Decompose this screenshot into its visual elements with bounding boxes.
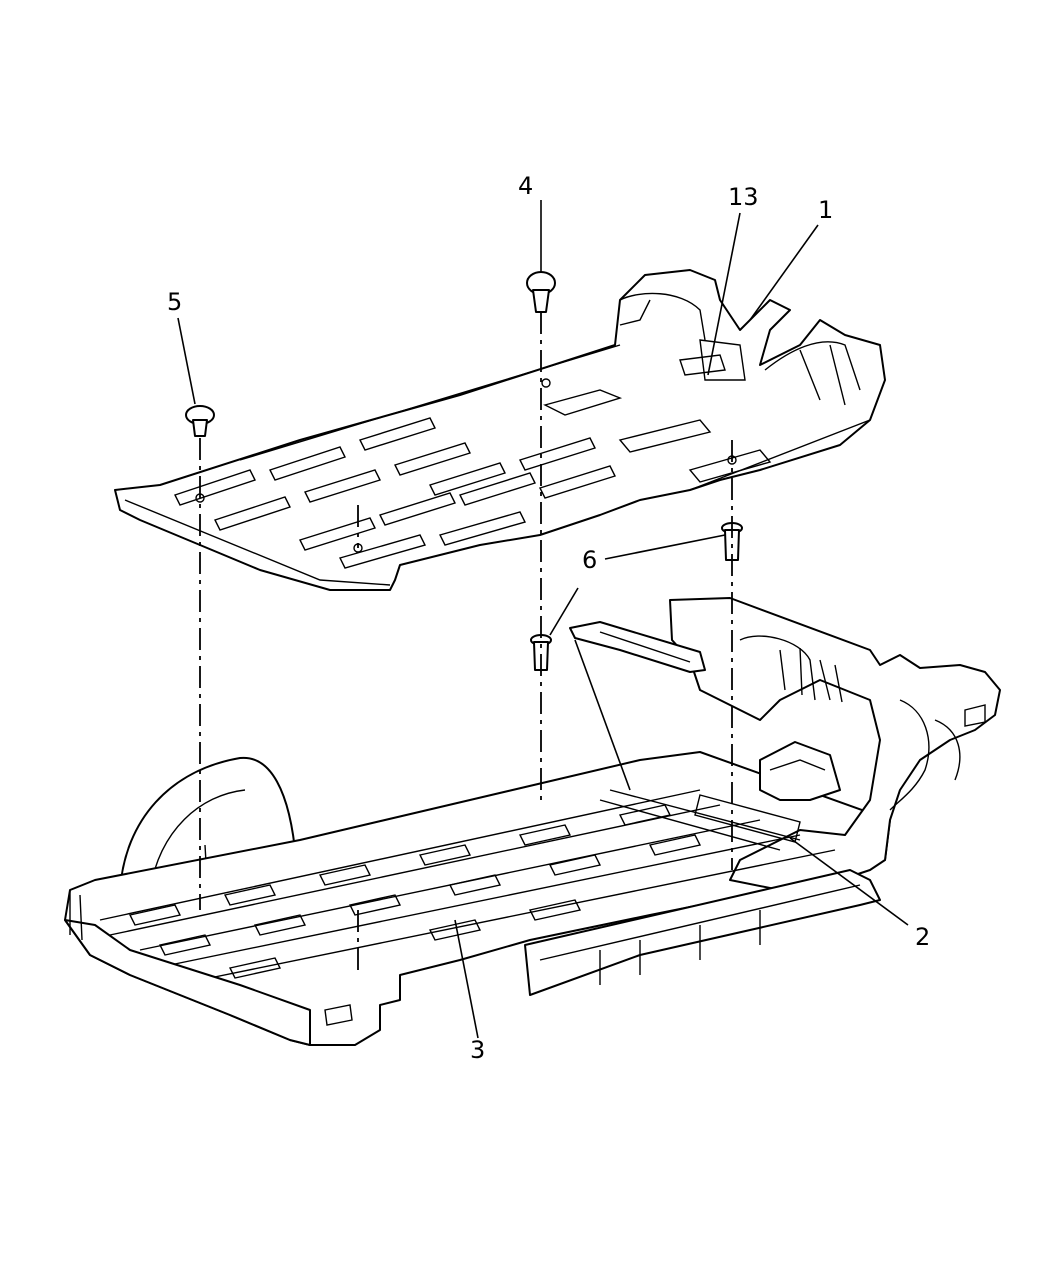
rear-crossmember (64, 919, 311, 1046)
leader-5 (177, 317, 196, 405)
tunnel-bump (759, 741, 841, 801)
callout-13: 13 (728, 183, 759, 211)
push-pin-4 (526, 271, 556, 313)
leader-2 (789, 837, 909, 926)
floor-pads (128, 804, 702, 979)
callout-5: 5 (167, 288, 182, 316)
leader-3 (454, 919, 479, 1039)
leader-13 (707, 212, 741, 376)
floor-pan-assembly (64, 597, 1001, 1046)
callout-2: 2 (915, 923, 930, 951)
deflector-panel (569, 621, 706, 673)
push-pin-5 (185, 405, 215, 437)
leader-6a (604, 534, 726, 560)
callout-1: 1 (818, 196, 833, 224)
leader-deflector (574, 639, 631, 791)
carpet (114, 269, 886, 591)
leader-1 (749, 224, 819, 321)
carpet-pads (174, 389, 772, 569)
leader-6b (549, 587, 579, 636)
callout-3: 3 (470, 1036, 485, 1064)
carpet-assembly (114, 269, 886, 591)
callout-4: 4 (518, 172, 533, 200)
callout-6: 6 (582, 546, 597, 574)
